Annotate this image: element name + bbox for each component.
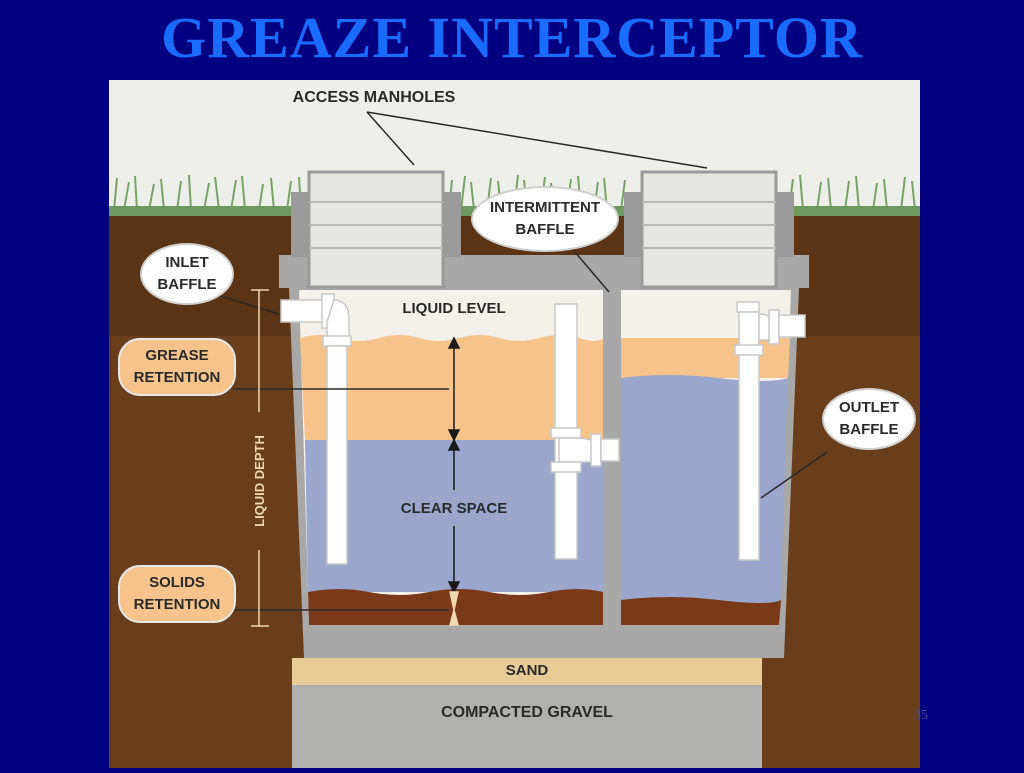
inlet-baffle-label-line1: INLET xyxy=(165,254,209,271)
access-manholes-label: ACCESS MANHOLES xyxy=(292,89,456,106)
grease-retention-label-line1: GREASE xyxy=(145,347,209,364)
solids-layer-right xyxy=(621,597,781,625)
clear-water-right xyxy=(621,375,788,610)
solids-layer-left xyxy=(308,589,603,625)
left-chamber xyxy=(299,290,603,625)
grease-retention-callout: GREASE RETENTION xyxy=(118,338,236,396)
grease-interceptor-diagram: ACCESS MANHOLES INTERMITTENT BAFFLE INLE… xyxy=(109,80,920,768)
tank-floor xyxy=(304,625,784,658)
compacted-gravel-layer xyxy=(292,685,762,768)
solids-retention-label-line2: RETENTION xyxy=(133,596,221,613)
page-number: 35 xyxy=(914,708,928,723)
compacted-gravel-label: COMPACTED GRAVEL xyxy=(441,704,613,721)
liquid-depth-label: LIQUID DEPTH xyxy=(252,435,267,527)
inlet-baffle-label-line2: BAFFLE xyxy=(157,276,217,293)
outlet-baffle-label-line2: BAFFLE xyxy=(839,421,899,438)
liquid-depth-bracket xyxy=(251,289,269,627)
access-manhole-right xyxy=(624,170,794,289)
cross-section-drawing xyxy=(109,80,920,768)
slide-title: GREAZE INTERCEPTOR xyxy=(161,5,863,70)
grease-retention-label-line2: RETENTION xyxy=(133,369,221,386)
outlet-baffle-label-line1: OUTLET xyxy=(839,399,899,416)
intermittent-baffle-callout: INTERMITTENT BAFFLE xyxy=(471,186,619,252)
liquid-level-label: LIQUID LEVEL xyxy=(402,300,506,317)
leader-lines xyxy=(216,111,828,611)
intermittent-baffle-label-line2: BAFFLE xyxy=(515,221,575,238)
solids-retention-label-line1: SOLIDS xyxy=(149,574,205,591)
solids-retention-callout: SOLIDS RETENTION xyxy=(118,565,236,623)
inlet-baffle-callout: INLET BAFFLE xyxy=(140,243,234,305)
sand-label: SAND xyxy=(505,662,549,679)
outlet-baffle-callout: OUTLET BAFFLE xyxy=(822,388,916,450)
clear-space-label: CLEAR SPACE xyxy=(384,498,524,520)
access-manhole-left xyxy=(291,170,461,289)
intermittent-tee-pipe xyxy=(550,303,620,560)
sand-layer xyxy=(292,658,762,685)
inlet-baffle-pipe xyxy=(280,293,352,565)
grease-layer xyxy=(300,335,603,440)
outlet-baffle-pipe xyxy=(734,301,806,561)
intermittent-baffle-label-line1: INTERMITTENT xyxy=(490,199,600,216)
depth-dimension-line xyxy=(447,336,461,626)
